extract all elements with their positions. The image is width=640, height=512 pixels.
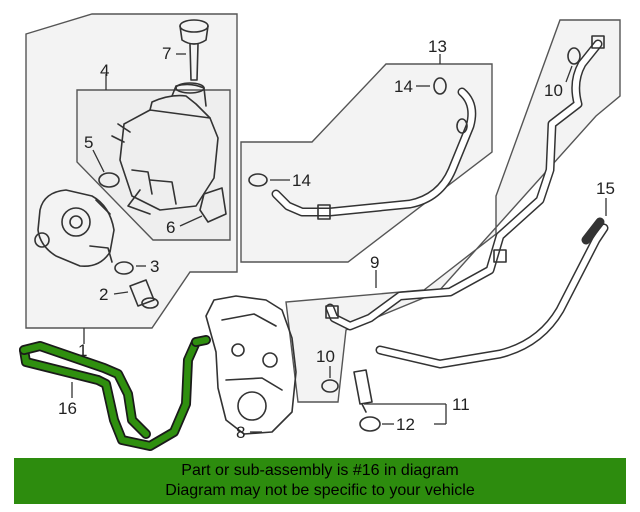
callout-11: 11 <box>452 395 470 414</box>
callout-8: 8 <box>236 423 245 442</box>
callout-13: 13 <box>428 37 447 56</box>
cooler-hose-part <box>375 217 609 369</box>
callout-14-top: 14 <box>394 77 413 96</box>
leader-lines <box>71 53 607 433</box>
callout-5: 5 <box>84 133 93 152</box>
banner-line-1: Part or sub-assembly is #16 in diagram <box>181 462 459 479</box>
return-pipe-part <box>325 35 605 331</box>
callout-14-left: 14 <box>292 171 311 190</box>
reservoir-cap-part <box>179 19 209 81</box>
callout-10-bottom: 10 <box>316 347 335 366</box>
callout-2: 2 <box>99 285 108 304</box>
o-ring-part <box>98 172 120 188</box>
pump-fitting-part <box>129 279 159 309</box>
seal-part-14-top <box>433 77 447 95</box>
callout-3: 3 <box>150 257 159 276</box>
callout-9: 9 <box>370 253 379 272</box>
fitting-part-11 <box>353 369 373 413</box>
callout-15: 15 <box>596 179 615 198</box>
callout-4: 4 <box>100 61 109 80</box>
highlighted-hose-16 <box>19 335 211 451</box>
o-ring-part-12 <box>359 416 381 432</box>
pump-o-ring-part <box>114 261 134 275</box>
callout-1: 1 <box>78 341 87 360</box>
seal-part-14-left <box>248 173 268 187</box>
callout-16: 16 <box>58 399 77 418</box>
pump-part <box>34 189 115 268</box>
callout-12: 12 <box>396 415 415 434</box>
pump-bracket-part <box>205 295 297 435</box>
callout-6: 6 <box>166 218 175 237</box>
seal-part-10-bottom <box>321 379 339 393</box>
banner-line-2: Diagram may not be specific to your vehi… <box>165 482 475 499</box>
seal-part-10-top <box>567 47 581 65</box>
info-banner: Part or sub-assembly is #16 in diagram D… <box>14 458 626 504</box>
reservoir-bracket-part <box>199 187 227 223</box>
callout-7: 7 <box>162 44 171 63</box>
callout-10-top: 10 <box>544 81 563 100</box>
reservoir-part <box>111 82 219 215</box>
pressure-hose-part <box>271 87 477 220</box>
